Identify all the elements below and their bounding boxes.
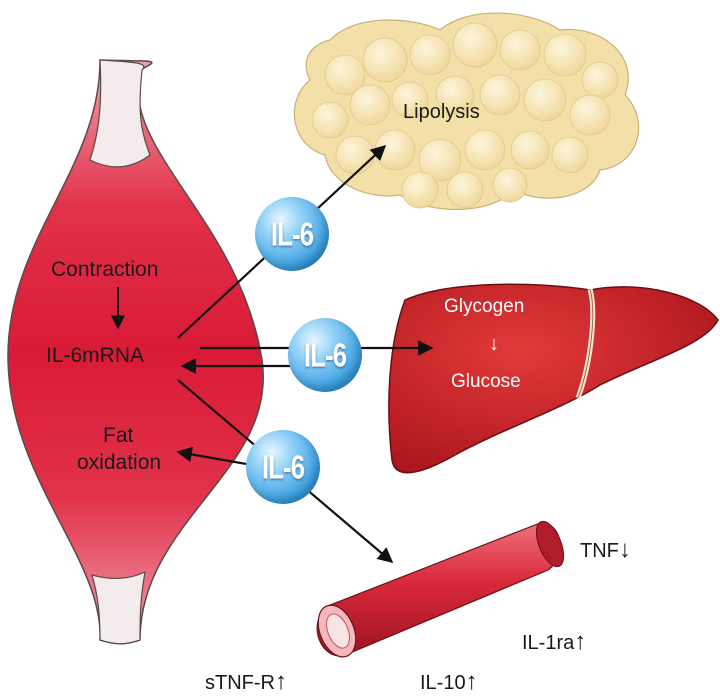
tendon-top xyxy=(89,59,151,168)
muscle xyxy=(7,59,265,645)
il1ra-label: IL-1ra↑ xyxy=(522,628,586,656)
fat-cell xyxy=(311,101,349,139)
contraction-label: Contraction xyxy=(51,258,159,281)
fat-cell xyxy=(569,94,611,136)
muscle-outline xyxy=(7,59,265,645)
fat-cell xyxy=(335,135,375,175)
glycogen-to-glucose-arrow: ↓ xyxy=(489,333,499,355)
blood-vessel xyxy=(316,520,565,658)
fat-label: Fat xyxy=(103,424,134,447)
fat-cell xyxy=(510,130,550,170)
fat-cell xyxy=(324,54,366,96)
fat-cell xyxy=(452,22,498,68)
liver xyxy=(388,283,719,474)
glucose-label: Glucose xyxy=(451,371,521,392)
fat-cell xyxy=(362,37,408,83)
stnfr-text: sTNF-R xyxy=(205,672,275,694)
fat-cell xyxy=(391,81,429,119)
il1ra-text: IL-1ra xyxy=(522,632,575,654)
stnfr-label: sTNF-R↑ xyxy=(205,668,287,696)
tnf-text: TNF xyxy=(580,540,619,562)
il6-sphere-bottom: IL-6 xyxy=(246,430,320,504)
tnf-down-arrow: ↓ xyxy=(618,536,631,563)
glycogen-label: Glycogen xyxy=(444,296,525,317)
fat-cell xyxy=(499,29,541,71)
vessel-end xyxy=(535,520,565,568)
stnfr-up-arrow: ↑ xyxy=(274,668,287,695)
fat-cell xyxy=(492,167,528,203)
il6-sphere-top: IL-6 xyxy=(255,197,329,271)
il6-sphere-middle: IL-6 xyxy=(288,318,362,392)
tnf-label: TNF↓ xyxy=(580,536,631,564)
il1ra-up-arrow: ↑ xyxy=(574,628,587,655)
fat-cell xyxy=(409,34,451,76)
il6-mrna-label: IL-6mRNA xyxy=(46,344,145,367)
il6-label: IL-6 xyxy=(303,334,347,374)
fat-cell xyxy=(581,61,619,99)
il10-label: IL-10↑ xyxy=(420,668,478,696)
il10-text: IL-10 xyxy=(420,672,466,694)
il6-label: IL-6 xyxy=(270,213,314,253)
arrow-to-fat-oxidation xyxy=(176,446,259,468)
fat-cell xyxy=(401,171,439,209)
fat-cell xyxy=(435,75,475,115)
il6-label: IL-6 xyxy=(261,446,305,486)
fat-cell xyxy=(523,78,567,122)
fat-cell xyxy=(418,138,462,182)
fat-cell xyxy=(543,33,587,77)
fat-cell xyxy=(349,84,391,126)
il10-up-arrow: ↑ xyxy=(465,668,478,695)
lipolysis-label: Lipolysis xyxy=(403,101,480,123)
fat-cell xyxy=(479,74,521,116)
fat-cell xyxy=(464,129,506,171)
fat-cell xyxy=(551,136,589,174)
fat-cell xyxy=(446,171,484,209)
tendon-bottom xyxy=(91,570,146,645)
oxidation-label: oxidation xyxy=(77,451,162,474)
